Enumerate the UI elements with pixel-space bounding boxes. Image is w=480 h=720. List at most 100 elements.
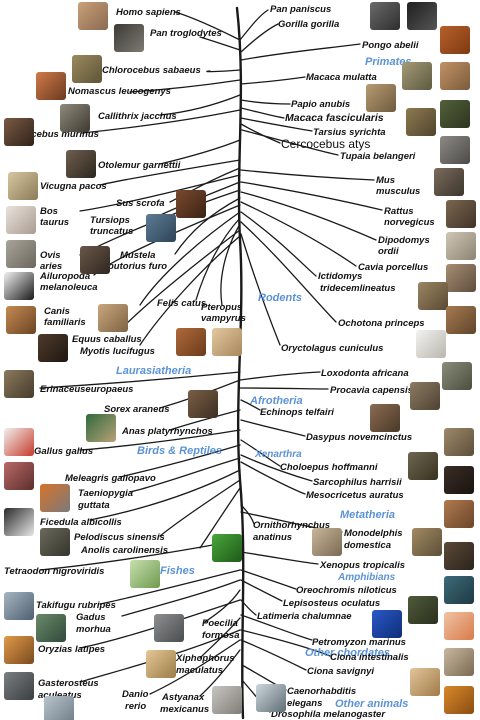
group-label-fishes: Fishes [160, 565, 195, 577]
organism-photo [60, 104, 90, 132]
organism-photo [176, 190, 206, 218]
species-label: Ornithorhynchus [253, 520, 331, 531]
organism-photo [444, 576, 474, 604]
tree-branch [240, 439, 281, 467]
tree-branch [129, 79, 241, 93]
species-label: Tursiops [90, 215, 130, 226]
tree-branch [240, 181, 383, 211]
tree-branch [174, 197, 241, 255]
species-label: melanoleuca [40, 282, 98, 293]
organism-photo [36, 614, 66, 642]
tree-branch [240, 23, 279, 53]
tree-branch [240, 629, 331, 657]
organism-photo [40, 484, 70, 512]
tree-branch [240, 117, 313, 132]
species-label: Monodelphis [344, 528, 403, 539]
species-label: Pelodiscus sinensis [74, 532, 165, 543]
group-label-rodents: Rodents [258, 292, 302, 304]
organism-photo [444, 428, 474, 456]
tree-branch [119, 444, 241, 478]
species-label: Oryctolagus cuniculus [281, 343, 384, 354]
species-label: Mustela [120, 250, 156, 261]
tree-branch [199, 617, 241, 659]
organism-photo [4, 428, 34, 456]
species-label: vampyrus [201, 313, 246, 324]
species-label: Macaca fascicularis [285, 112, 384, 124]
group-label-primates: Primates [365, 56, 412, 68]
organism-photo [256, 684, 286, 712]
species-label: Tetraodon nigroviridis [4, 566, 105, 577]
species-label: Sus scrofa [116, 198, 165, 209]
tree-branch [239, 387, 329, 390]
tree-branch [79, 174, 241, 212]
species-label: Xenopus tropicalis [320, 560, 405, 571]
species-label: norvegicus [384, 217, 435, 228]
organism-photo [312, 528, 342, 556]
tree-branch [169, 409, 241, 431]
tree-branch [159, 94, 241, 116]
organism-photo [8, 172, 38, 200]
species-label: Bos [40, 206, 58, 217]
species-label: aries [40, 261, 63, 272]
tree-branch [240, 614, 313, 641]
organism-photo [66, 150, 96, 178]
tree-branch [239, 371, 321, 381]
organism-photo [154, 614, 184, 642]
species-label: Cercocebus atys [281, 137, 371, 151]
organism-photo [6, 206, 36, 234]
group-label-amphibians: Amphibians [338, 572, 396, 583]
organism-photo [188, 390, 218, 418]
species-label: Nomascus leucogenys [68, 86, 171, 97]
organism-photo [444, 648, 474, 676]
species-label: Equus caballus [72, 334, 142, 345]
species-label: putorius furo [108, 261, 168, 272]
tree-branch [39, 371, 241, 389]
species-label: Astyanax [162, 692, 205, 703]
organism-photo [402, 62, 432, 90]
organism-photo [4, 118, 34, 146]
tree-branch [240, 191, 377, 241]
organism-photo [78, 2, 108, 30]
organism-photo [408, 452, 438, 480]
tree-branch [174, 11, 241, 41]
tree-branch [240, 221, 337, 323]
species-label: Lepisosteus oculatus [283, 598, 381, 609]
organism-photo [412, 528, 442, 556]
tree-branch [240, 454, 313, 482]
organism-photo [80, 246, 110, 274]
tree-branch [240, 399, 261, 411]
species-label: Macaca mulatta [306, 72, 377, 83]
tree-branch [240, 579, 283, 602]
species-label: Oryzias latipes [38, 644, 106, 655]
species-label: elegans [287, 698, 323, 709]
species-label: Pongo abelii [362, 40, 419, 51]
group-label-other-animals: Other animals [335, 698, 409, 710]
species-label: Rattus [384, 206, 414, 217]
tree-branch [240, 419, 306, 437]
organism-photo [408, 596, 438, 624]
organism-photo [4, 462, 34, 490]
tree-branch [89, 469, 241, 521]
organism-photo [212, 328, 242, 356]
organism-photo [98, 304, 128, 332]
organism-photo [444, 500, 474, 528]
species-label: Anas platyrhynchos [122, 426, 213, 437]
species-label: Drosophila melanogaster [271, 709, 386, 720]
species-label: Ciona savignyi [307, 666, 375, 677]
tree-branch [240, 211, 317, 277]
organism-photo [410, 382, 440, 410]
species-label: Mus [376, 175, 395, 186]
tree-branch [240, 99, 291, 105]
species-label: Ochotona princeps [338, 318, 425, 329]
tree-branch [235, 6, 245, 720]
organism-photo [444, 686, 474, 714]
tree-branch [240, 599, 257, 616]
tree-branch [79, 429, 241, 451]
species-label: Anolis carolinensis [81, 545, 169, 556]
tree-branch [139, 211, 241, 306]
species-label: Takifugu rubripes [36, 600, 116, 611]
species-label: Mesocricetus auratus [306, 490, 404, 501]
species-label: Erinaceuseuropaeus [40, 384, 134, 395]
